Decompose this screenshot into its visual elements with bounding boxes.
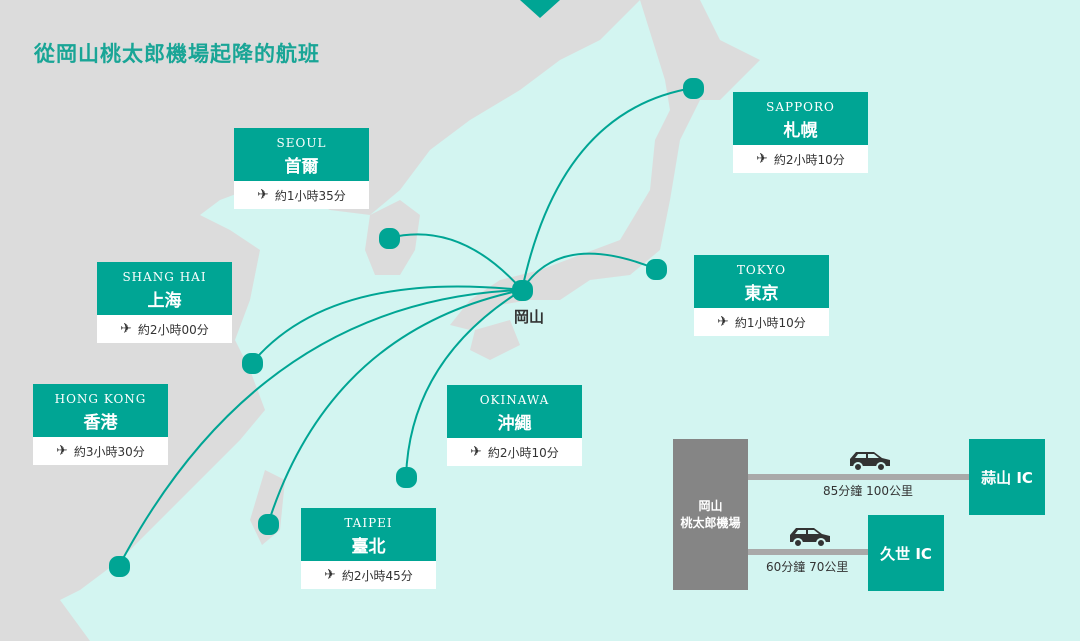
flight-time: 約2小時10分 (773, 152, 845, 167)
city-zh: 臺北 (351, 537, 386, 557)
city-zh: 東京 (744, 284, 779, 304)
city-en: TOKYO (736, 263, 787, 277)
city-zh: 札幌 (783, 121, 818, 141)
destination-card-shanghai: SHANG HAI 上海 ✈ 約2小時00分 (97, 262, 232, 343)
city-en: SEOUL (276, 136, 327, 150)
hub-label: 岡山 (514, 308, 545, 326)
destination-card-sapporo: SAPPORO 札幌 ✈ 約2小時10分 (733, 92, 868, 173)
airplane-icon: ✈ (257, 187, 269, 203)
page-title: 從岡山桃太郎機場起降的航班 (34, 42, 320, 66)
flight-time: 約2小時10分 (487, 445, 559, 460)
city-dots (109, 78, 704, 577)
airplane-icon: ✈ (756, 151, 768, 167)
flight-time: 約3小時30分 (73, 444, 145, 459)
ic-hiruzen: 蒜山 IC (969, 439, 1045, 515)
destination-card-seoul: SEOUL 首爾 ✈ 約1小時35分 (234, 128, 369, 209)
city-en: OKINAWA (479, 393, 550, 407)
city-en: TAIPEI (344, 516, 393, 530)
flight-routes (118, 87, 694, 567)
destination-card-taipei: TAIPEI 臺北 ✈ 約2小時45分 (301, 508, 436, 589)
flight-time: 約2小時45分 (341, 568, 413, 583)
top-marker (520, 0, 560, 18)
flight-time: 約1小時35分 (274, 188, 346, 203)
car-icon (790, 528, 830, 548)
road-kuse (748, 549, 868, 555)
city-zh: 沖繩 (497, 414, 532, 434)
airport-name-1: 岡山 (698, 498, 723, 513)
airport-name-2: 桃太郎機場 (680, 515, 741, 530)
distance-kuse: 60分鐘 70公里 (766, 560, 849, 574)
destination-card-tokyo: TOKYO 東京 ✈ 約1小時10分 (694, 255, 829, 336)
city-en: SHANG HAI (122, 270, 207, 284)
city-zh: 上海 (147, 291, 182, 311)
city-zh: 香港 (83, 413, 118, 433)
airplane-icon: ✈ (56, 443, 68, 459)
airport-box: 岡山桃太郎機場 (673, 439, 748, 590)
distance-hiruzen: 85分鐘 100公里 (823, 484, 913, 498)
car-icon (850, 452, 890, 472)
city-zh: 首爾 (284, 157, 319, 177)
destination-card-hongkong: HONG KONG 香港 ✈ 約3小時30分 (33, 384, 168, 465)
flight-time: 約1小時10分 (734, 315, 806, 330)
road-hiruzen (748, 474, 970, 480)
airplane-icon: ✈ (470, 444, 482, 460)
airplane-icon: ✈ (324, 567, 336, 583)
airplane-icon: ✈ (717, 314, 729, 330)
city-en: HONG KONG (54, 392, 147, 406)
ic-kuse: 久世 IC (868, 515, 944, 591)
flight-time: 約2小時00分 (137, 322, 209, 337)
airplane-icon: ✈ (120, 321, 132, 337)
city-en: SAPPORO (766, 100, 835, 114)
destination-card-okinawa: OKINAWA 沖繩 ✈ 約2小時10分 (447, 385, 582, 466)
